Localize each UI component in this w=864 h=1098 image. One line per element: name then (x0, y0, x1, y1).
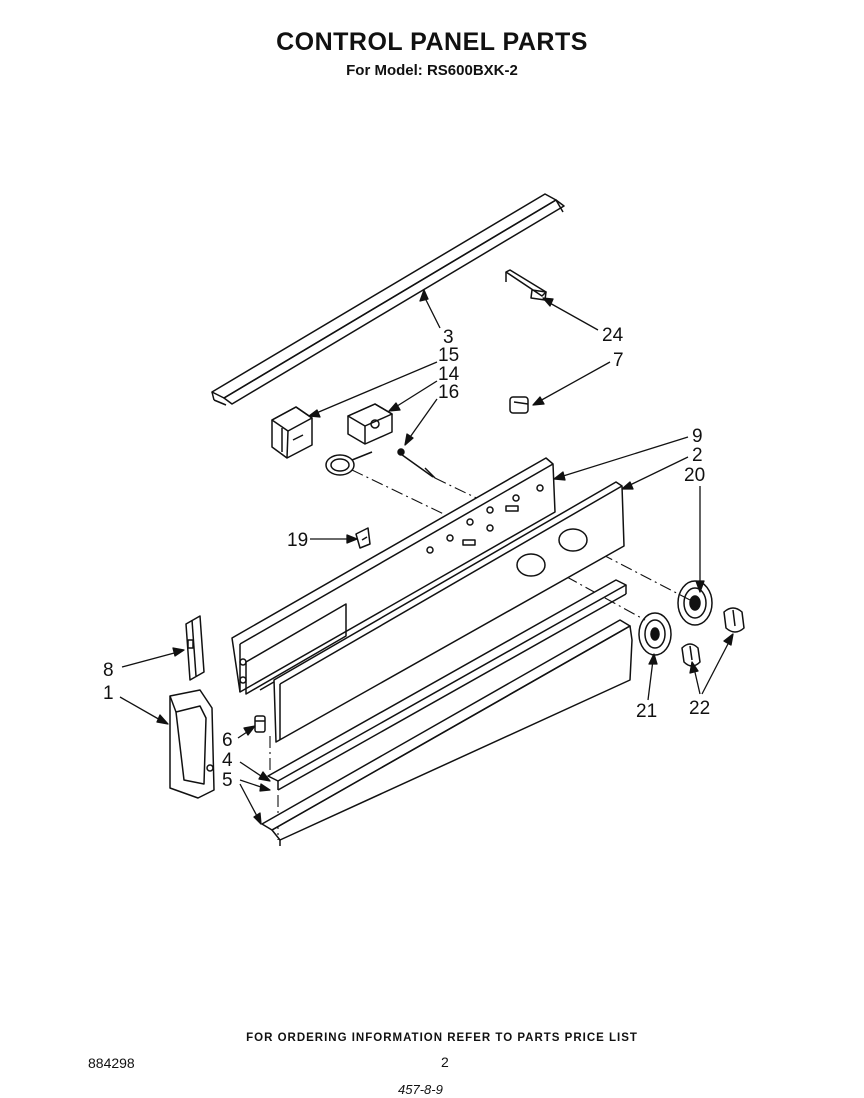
leader-lines (119, 289, 734, 825)
callout-21: 21 (636, 701, 657, 722)
small-connector (509, 396, 529, 414)
callout-19: 19 (287, 530, 308, 551)
control-panel-frame (231, 457, 556, 695)
page-number: 2 (441, 1054, 449, 1070)
top-trim-rail (211, 193, 565, 406)
callout-4: 4 (222, 750, 233, 771)
control-knobs (681, 607, 745, 667)
end-cap (169, 689, 215, 799)
callout-16: 16 (438, 382, 459, 403)
callout-20: 20 (684, 465, 705, 486)
retainer-clip (355, 527, 371, 549)
document-number: 884298 (88, 1055, 135, 1071)
callout-3: 3 (443, 327, 454, 348)
side-bracket (185, 615, 205, 681)
callout-labels: 3 15 14 16 24 7 9 2 20 19 8 1 21 22 6 4 … (103, 325, 710, 791)
handwritten-stamp: 457-8-9 (398, 1082, 443, 1097)
callout-6: 6 (222, 730, 233, 751)
callout-14: 14 (438, 364, 460, 385)
trim-strip (267, 579, 627, 791)
ordering-note: FOR ORDERING INFORMATION REFER TO PARTS … (246, 1032, 638, 1044)
callout-5: 5 (222, 770, 233, 791)
knob-bezel-left (638, 612, 672, 656)
callout-24: 24 (602, 325, 624, 346)
front-control-panel (273, 481, 625, 743)
switch-housing (271, 406, 313, 459)
switch (347, 403, 393, 445)
lower-panel (261, 619, 633, 846)
callout-2: 2 (692, 445, 703, 466)
wire-harness (325, 448, 436, 479)
callout-7: 7 (613, 350, 624, 371)
callout-22: 22 (689, 698, 710, 719)
page-title: CONTROL PANEL PARTS (276, 28, 588, 56)
callout-15: 15 (438, 345, 459, 366)
model-subtitle: For Model: RS600BXK-2 (346, 62, 518, 79)
bracket-clip (505, 269, 547, 301)
callout-1: 1 (103, 683, 114, 704)
callout-8: 8 (103, 660, 114, 681)
knob-bezel-right (677, 580, 713, 626)
callout-9: 9 (692, 426, 703, 447)
small-clip (254, 715, 266, 733)
